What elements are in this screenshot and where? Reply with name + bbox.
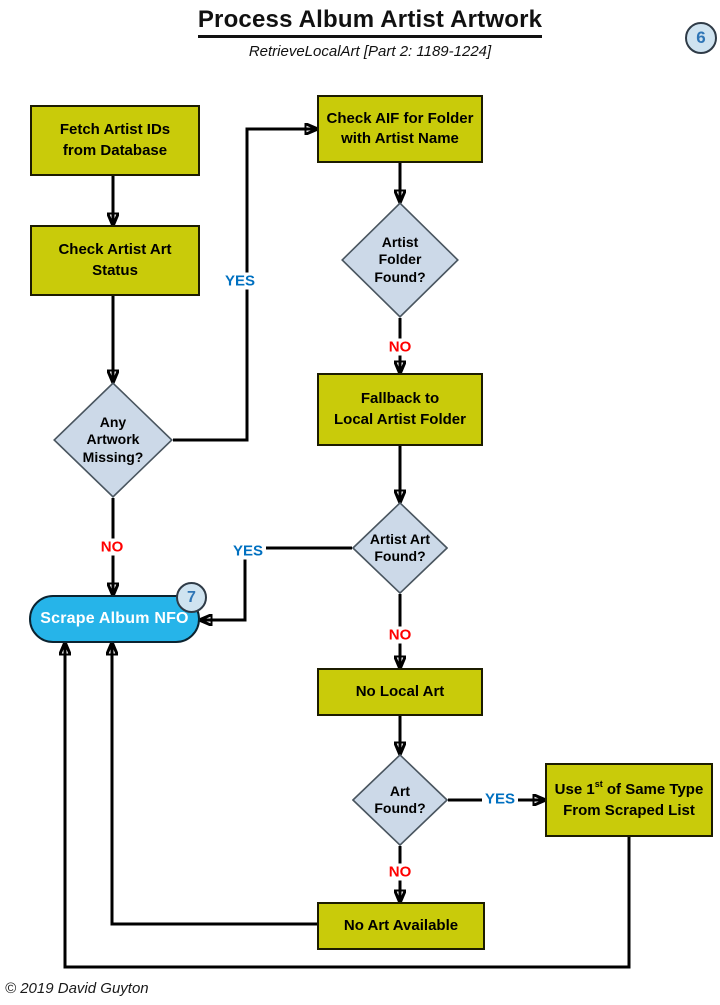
decision-any-artwork-missing: Any Artwork Missing? bbox=[53, 382, 173, 498]
header: Process Album Artist Artwork RetrieveLoc… bbox=[20, 6, 720, 60]
process-label: Use 1st of Same Type From Scraped List bbox=[555, 779, 704, 821]
diamond-shape bbox=[53, 382, 173, 498]
process-label: Fetch Artist IDs from Database bbox=[59, 121, 171, 159]
process-check-artist-art-status: Check Artist Art Status bbox=[30, 225, 200, 296]
scrape-nfo-page-badge: 7 bbox=[176, 582, 207, 613]
copyright-text: © 2019 David Guyton bbox=[5, 980, 149, 997]
use-first-superscript: st bbox=[594, 779, 603, 790]
decision-label: Artist Folder Found? bbox=[374, 233, 426, 285]
terminator-scrape-album-nfo: Scrape Album NFO bbox=[29, 595, 200, 643]
process-label: No Local Art bbox=[355, 682, 445, 700]
process-fallback-local-artist-folder: Fallback to Local Artist Folder bbox=[317, 373, 483, 446]
use-first-line1-pre: Use 1 bbox=[554, 781, 595, 799]
label-yes-art-found: YES bbox=[481, 790, 519, 808]
process-no-local-art: No Local Art bbox=[317, 668, 483, 716]
decision-artist-art-found: Artist Art Found? bbox=[352, 502, 448, 594]
process-use-first-of-same-type: Use 1st of Same Type From Scraped List bbox=[545, 763, 713, 837]
edge-artist-art-yes-to-scrape-nfo bbox=[200, 546, 352, 620]
process-no-art-available: No Art Available bbox=[317, 902, 485, 950]
process-label: Check Artist Art Status bbox=[58, 241, 172, 279]
label-no-any-missing: NO bbox=[97, 538, 127, 556]
page-number: 6 bbox=[696, 28, 706, 47]
diamond-shape bbox=[352, 502, 448, 594]
label-no-folder-found: NO bbox=[385, 338, 415, 356]
decision-label: Art Found? bbox=[374, 782, 426, 817]
label-yes-artist-art-found: YES bbox=[229, 542, 267, 560]
edge-use-first-to-scrape-nfo bbox=[65, 643, 631, 969]
decision-label: Any Artwork Missing? bbox=[82, 413, 144, 465]
process-label: Check AIF for Folder with Artist Name bbox=[326, 109, 474, 147]
process-label: No Art Available bbox=[343, 916, 459, 934]
decision-art-found: Art Found? bbox=[352, 754, 448, 846]
page-number-badge: 6 bbox=[685, 22, 717, 54]
decision-label: Artist Art Found? bbox=[369, 530, 431, 565]
badge-number: 7 bbox=[187, 588, 196, 606]
process-check-aif-folder: Check AIF for Folder with Artist Name bbox=[317, 95, 483, 163]
use-first-line2: From Scraped List bbox=[563, 801, 695, 819]
label-yes-any-missing: YES bbox=[221, 272, 259, 290]
diamond-shape bbox=[341, 202, 459, 318]
use-first-line1-post: of Same Type bbox=[602, 781, 704, 799]
use-first-line1: Use 1st of Same Type bbox=[555, 779, 704, 800]
page-title: Process Album Artist Artwork bbox=[197, 6, 543, 38]
page-subtitle: RetrieveLocalArt [Part 2: 1189-1224] bbox=[248, 43, 492, 60]
diamond-shape bbox=[352, 754, 448, 846]
process-fetch-artist-ids: Fetch Artist IDs from Database bbox=[30, 105, 200, 176]
terminator-label: Scrape Album NFO bbox=[40, 610, 189, 627]
label-no-art-found: NO bbox=[385, 863, 415, 881]
label-no-artist-art-found: NO bbox=[385, 626, 415, 644]
decision-artist-folder-found: Artist Folder Found? bbox=[341, 202, 459, 318]
edge-no-art-available-to-scrape-nfo bbox=[112, 643, 317, 926]
process-label: Fallback to Local Artist Folder bbox=[334, 390, 466, 428]
